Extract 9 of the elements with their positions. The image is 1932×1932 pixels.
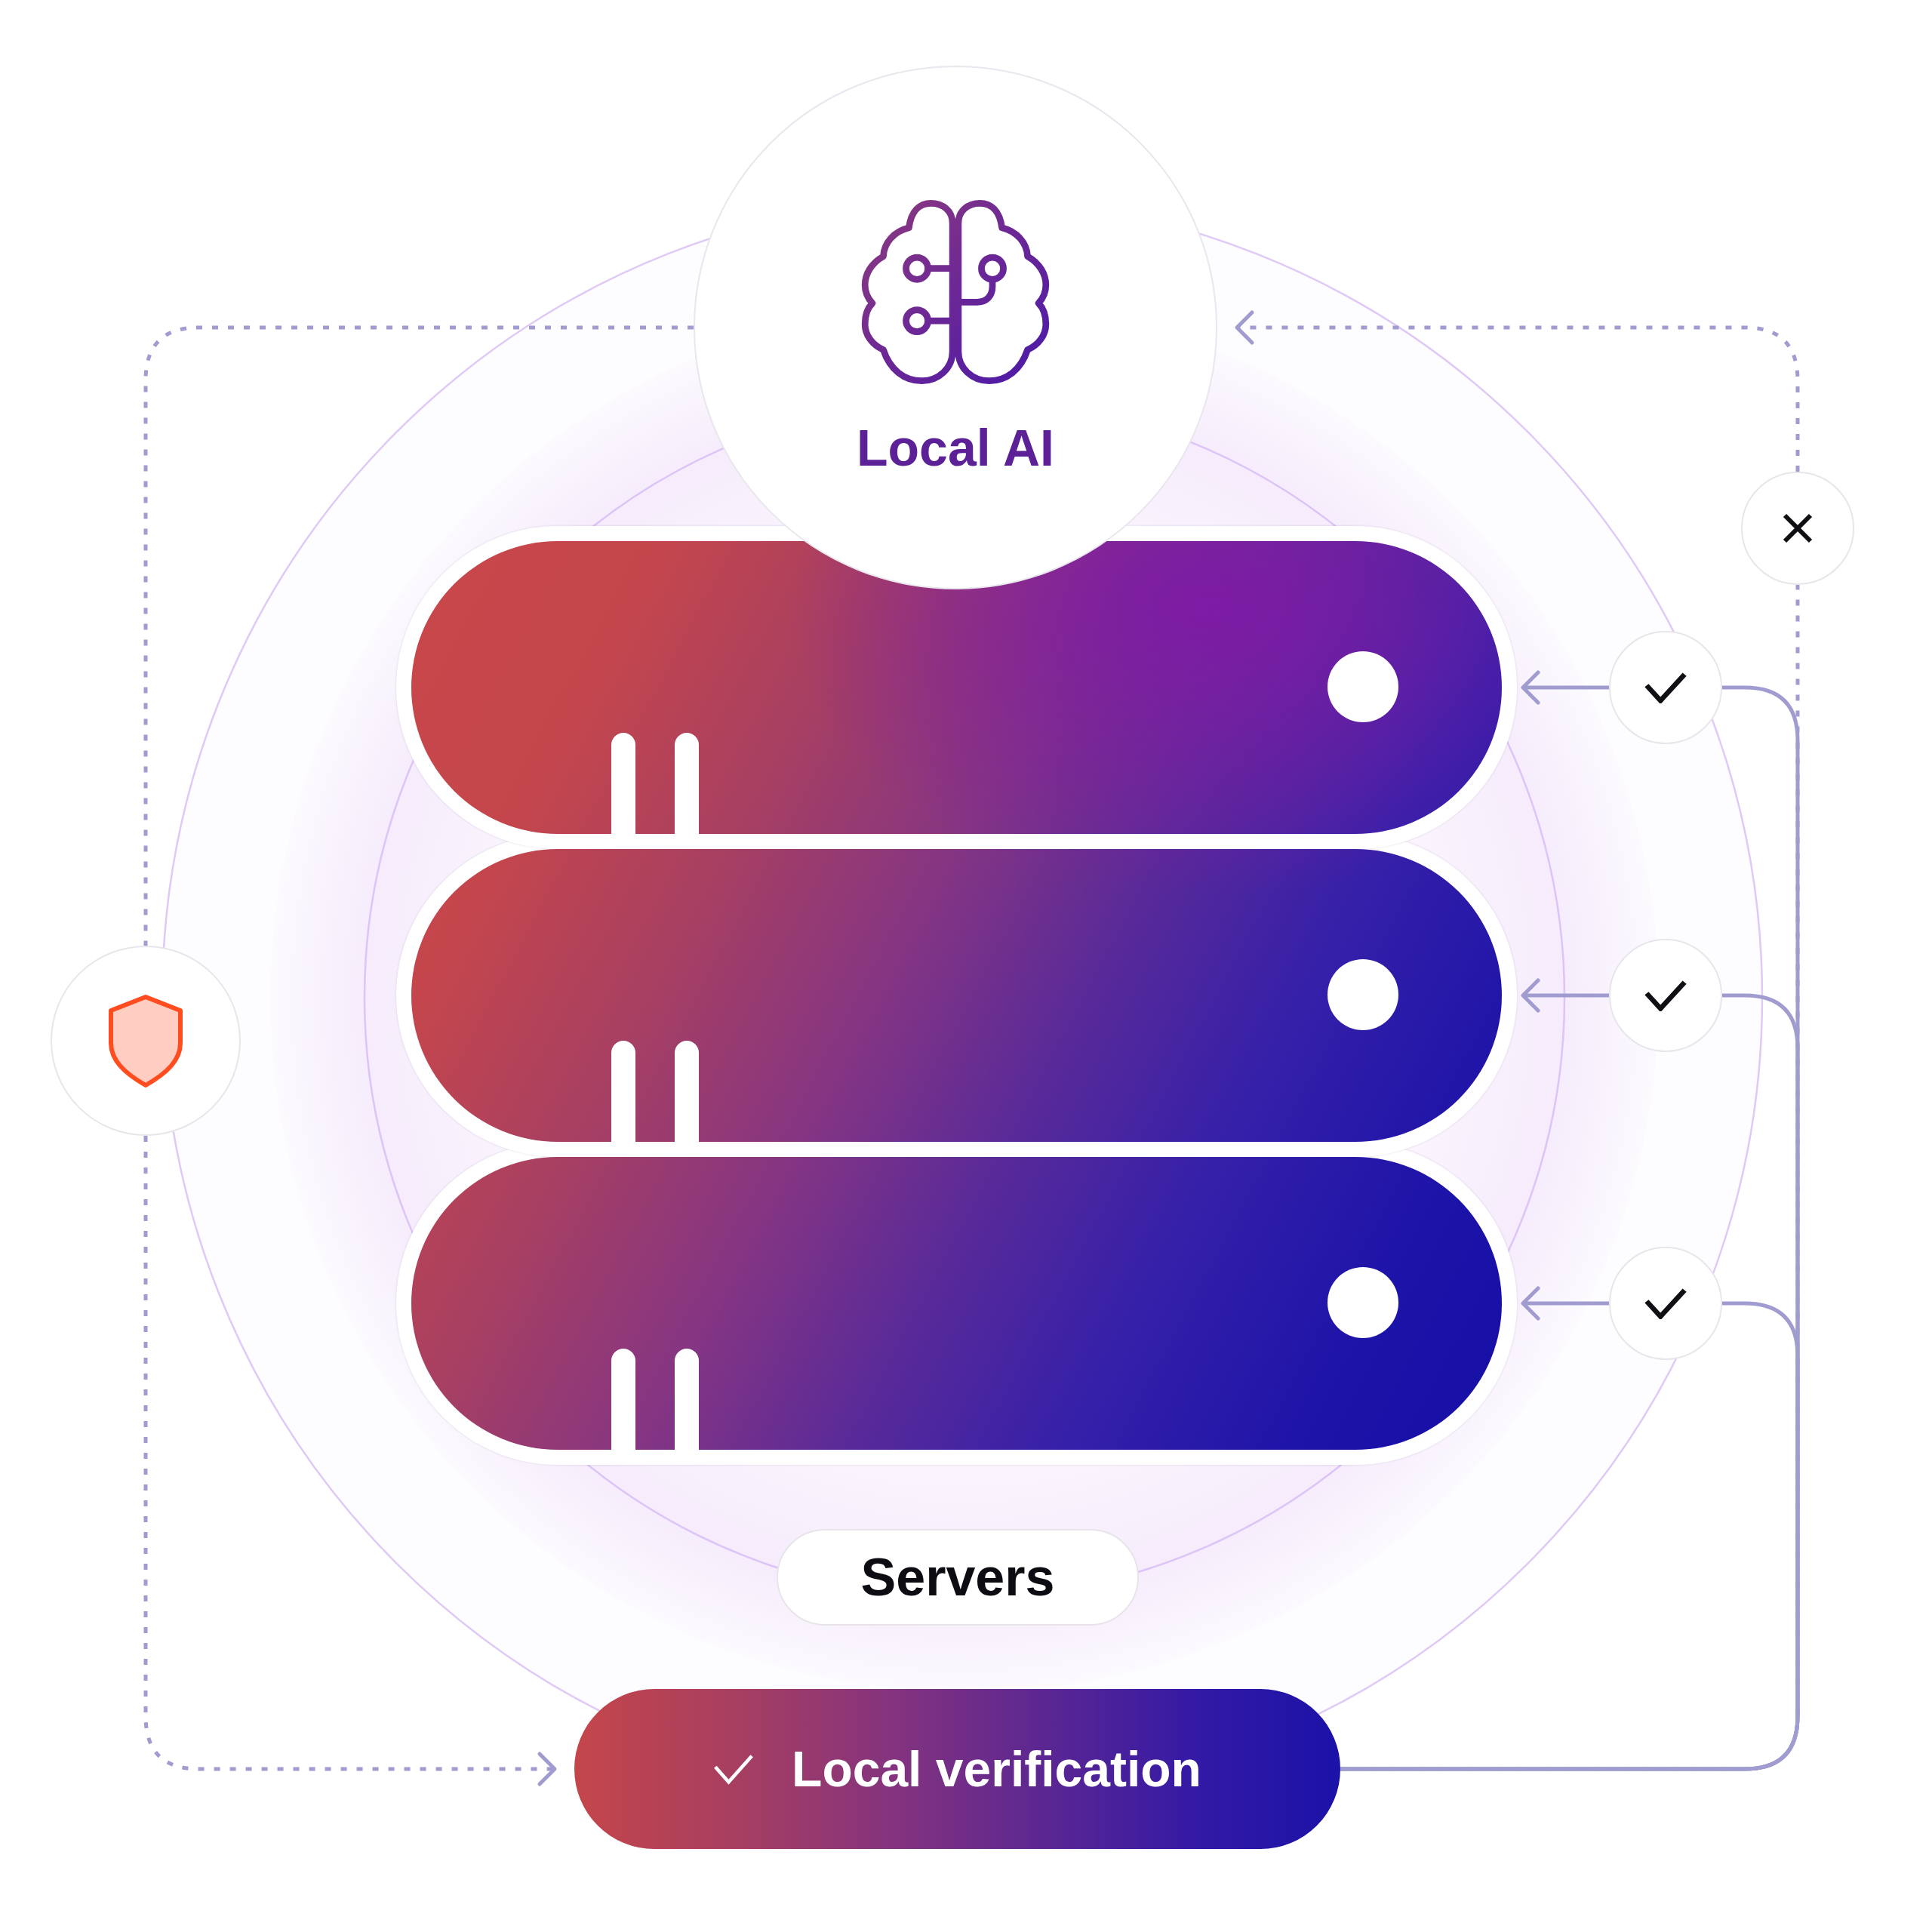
dotted-connector-line (143, 325, 694, 946)
arrow (1521, 978, 1609, 1013)
node-title: Local AI (857, 418, 1054, 477)
arrow (1521, 1286, 1609, 1321)
dotted-arrow (1235, 310, 1800, 472)
group-label: Servers (777, 1529, 1139, 1626)
arrow (1521, 670, 1609, 705)
pill-label: Local verification (792, 1740, 1201, 1798)
dotted-arrow (143, 1136, 557, 1786)
